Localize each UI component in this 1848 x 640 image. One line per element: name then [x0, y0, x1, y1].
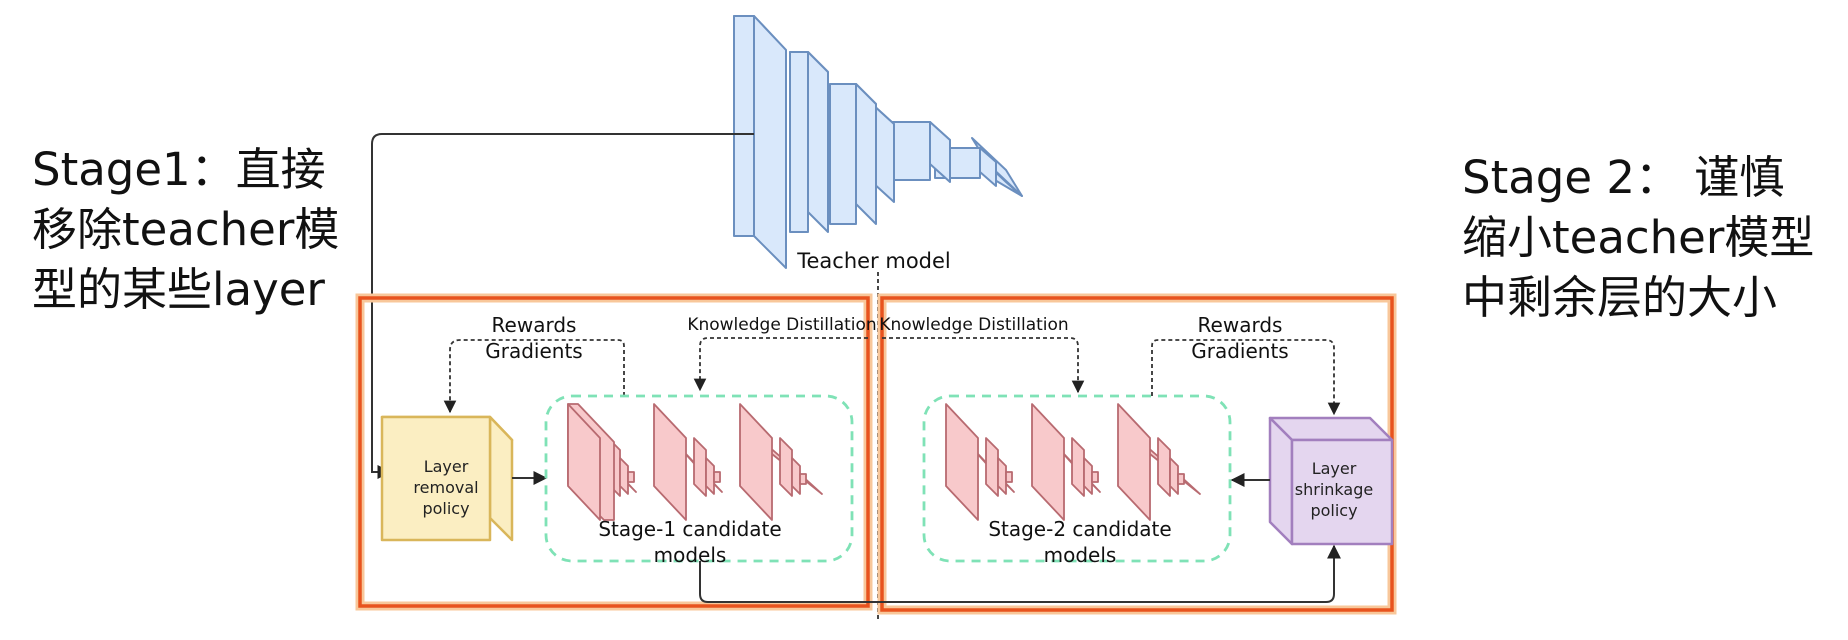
stage2-gradients-label: Gradients [1191, 339, 1288, 363]
shrinkage-policy-label-2: shrinkage [1295, 480, 1373, 499]
stage2-candidates-label-2: models [1044, 543, 1117, 567]
teacher-layer-2 [789, 51, 829, 233]
teacher-layer-3 [829, 83, 877, 225]
shrinkage-policy-label-3: policy [1310, 501, 1357, 520]
layer-shrinkage-policy [1268, 416, 1394, 546]
teacher-model-label: Teacher model [796, 249, 951, 273]
stage1-kd-arrow [693, 337, 868, 392]
stage1-candidate-model-3 [739, 403, 823, 521]
stage1-note-line-2: 移除teacher模 [32, 203, 340, 256]
layer-removal-policy [380, 415, 514, 542]
stage1-candidates-label-2: models [654, 543, 727, 567]
removal-policy-label-2: removal [413, 478, 478, 497]
stage2-candidates-label-1: Stage-2 candidate [988, 517, 1171, 541]
stage2-note-line-3: 中剩余层的大小 [1462, 271, 1778, 324]
stage2-rewards-arrow [1151, 339, 1341, 416]
stage2-candidate-model-3 [1117, 403, 1201, 521]
stage1-candidates-label-1: Stage-1 candidate [598, 517, 781, 541]
shrinkage-policy-label-1: Layer [1312, 459, 1357, 478]
stage1-to-shrinkage-arrow [699, 544, 1341, 603]
removal-policy-label-3: policy [422, 499, 469, 518]
stage2-rewards-label: Rewards [1198, 313, 1283, 337]
stage2-note-line-2: 缩小teacher模型 [1462, 211, 1815, 264]
stage1-rewards-arrow [443, 339, 625, 414]
stage1-note-line-3: 型的某些layer [32, 263, 325, 316]
teacher-to-removal-arrow [371, 133, 754, 479]
stage1-candidate-model-1 [567, 403, 637, 521]
stage1-gradients-label: Gradients [485, 339, 582, 363]
stage1-kd-label: Knowledge Distillation [687, 315, 876, 335]
stage2-kd-arrow [882, 337, 1085, 394]
teacher-layer-5 [887, 121, 951, 183]
stage2-candidate-model-2 [1031, 403, 1101, 521]
stage1-note: Stage1：直接 移除teacher模 型的某些layer [32, 140, 339, 320]
stage1-candidate-model-2 [653, 403, 723, 521]
removal-policy-label-1: Layer [424, 457, 469, 476]
stage1-frame-inner [358, 296, 870, 608]
stage2-note: Stage 2： 谨慎 缩小teacher模型 中剩余层的大小 [1462, 148, 1814, 328]
teacher-model [733, 15, 1023, 269]
stage1-note-line-1: Stage1：直接 [32, 143, 326, 196]
stage2-kd-label: Knowledge Distillation [879, 315, 1068, 335]
stage2-note-line-1: Stage 2： 谨慎 [1462, 151, 1785, 204]
stage1-rewards-label: Rewards [492, 313, 577, 337]
stage2-candidate-model-1 [945, 403, 1015, 521]
teacher-layer-1 [733, 15, 787, 269]
